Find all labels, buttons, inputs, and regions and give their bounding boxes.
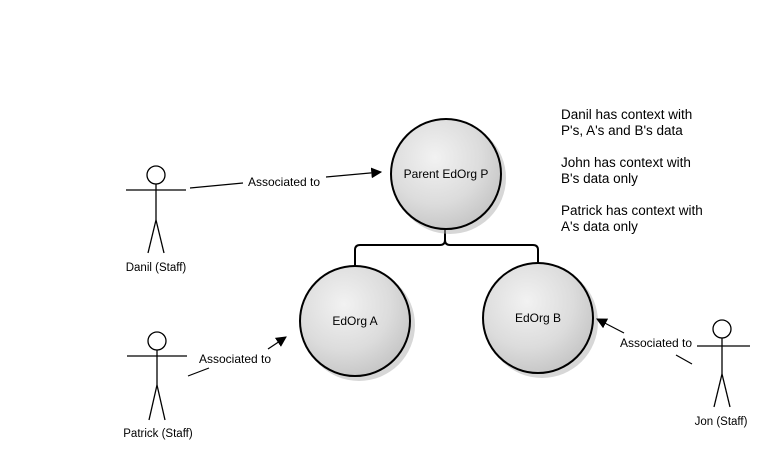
actor-jon-label: Jon (Staff) xyxy=(695,416,748,428)
edge-patrick-label: Associated to xyxy=(199,352,271,366)
note-john-line1: John has context with xyxy=(561,155,691,170)
note-john-line2: B's data only xyxy=(561,171,638,186)
actor-patrick-label: Patrick (Staff) xyxy=(123,428,193,440)
edge-danil-label: Associated to xyxy=(248,175,320,189)
node-parent-edorg-p[interactable]: Parent EdOrg P xyxy=(390,118,506,234)
edge-danil-to-parent xyxy=(189,167,383,189)
actor-patrick[interactable] xyxy=(127,331,187,421)
edge-jon-to-b xyxy=(596,318,693,365)
context-notes: Danil has context with P's, A's and B's … xyxy=(561,107,703,234)
node-parent-label: Parent EdOrg P xyxy=(404,167,489,181)
note-patrick-line2: A's data only xyxy=(561,219,638,234)
actor-jon[interactable] xyxy=(697,319,750,408)
edge-patrick-to-a xyxy=(187,336,287,377)
node-a-label: EdOrg A xyxy=(332,314,377,328)
note-danil-line1: Danil has context with xyxy=(561,107,692,122)
edge-jon-label: Associated to xyxy=(620,336,692,350)
actor-danil[interactable] xyxy=(126,165,186,254)
note-danil-line2: P's, A's and B's data xyxy=(561,123,683,138)
node-edorg-a[interactable]: EdOrg A xyxy=(299,265,415,381)
actor-danil-label: Danil (Staff) xyxy=(126,262,187,274)
tree-connector xyxy=(354,224,539,268)
node-b-label: EdOrg B xyxy=(515,311,561,325)
note-patrick-line1: Patrick has context with xyxy=(561,203,703,218)
node-edorg-b[interactable]: EdOrg B xyxy=(482,262,598,378)
